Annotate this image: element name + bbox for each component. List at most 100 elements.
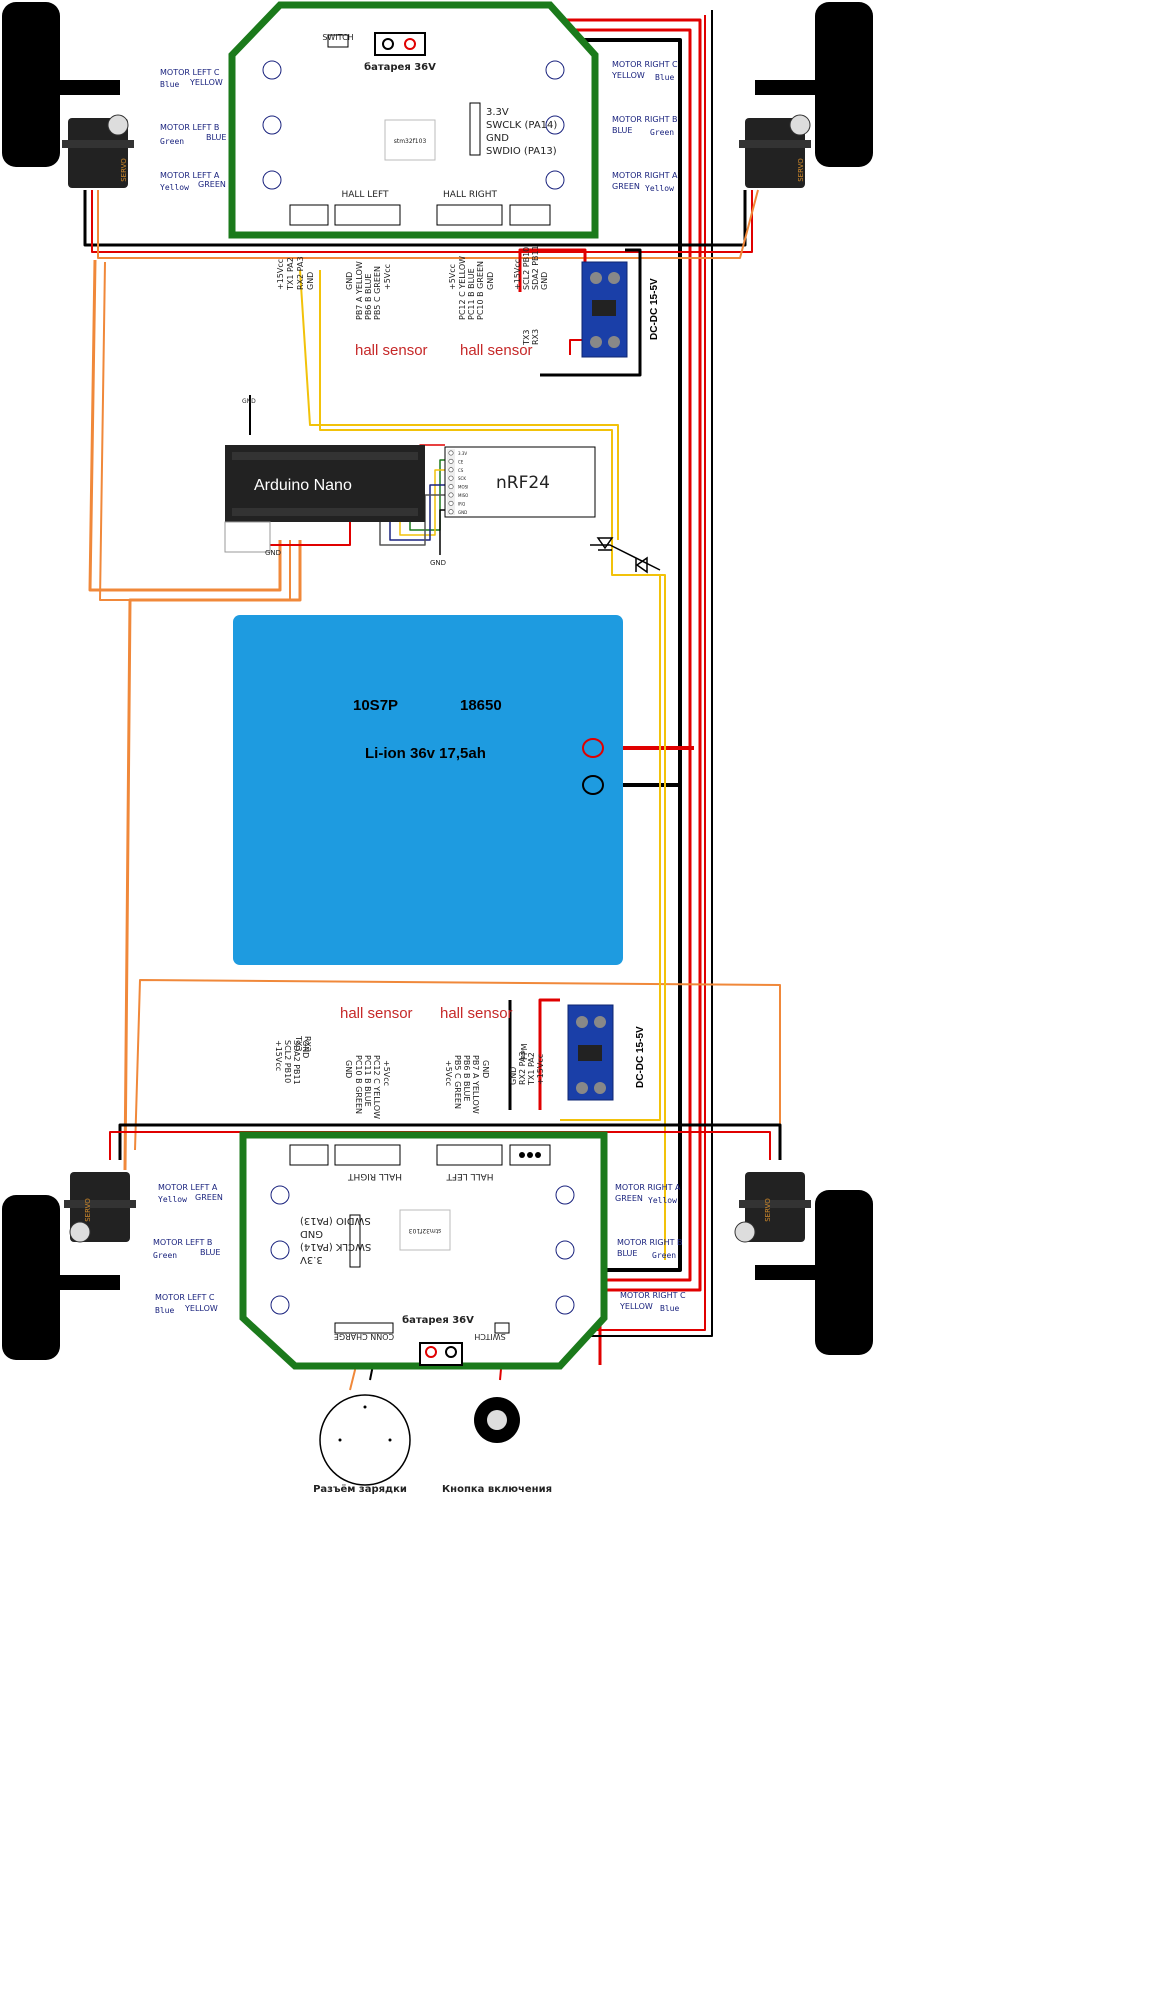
svg-text:PC12 C YELLOW: PC12 C YELLOW — [372, 1055, 381, 1119]
wire-motor-bot-black — [118, 1123, 782, 1160]
wire-nrf-4 — [389, 484, 445, 541]
wire-orange-bot-2 — [134, 979, 781, 1160]
svg-text:YELLOW: YELLOW — [189, 78, 223, 87]
nrf-pin — [448, 500, 454, 506]
svg-text:MOTOR RIGHT A: MOTOR RIGHT A — [615, 1183, 681, 1192]
svg-text:GND: GND — [306, 272, 315, 290]
nrf-pin — [448, 475, 454, 481]
gnd-label-nrf: GND — [430, 559, 446, 567]
wire-orange-bot — [123, 540, 302, 1171]
svg-text:PC10 B GREEN: PC10 B GREEN — [476, 261, 485, 320]
wheel-top-right — [815, 2, 873, 167]
svg-text:Green: Green — [652, 1251, 676, 1260]
svg-text:PB6 B BLUE: PB6 B BLUE — [364, 274, 373, 320]
hall-sensor-label-2: hall sensor — [460, 342, 533, 359]
svg-text:GND: GND — [540, 272, 549, 290]
svg-text:GND: GND — [486, 272, 495, 290]
hall-sensor-label-3: hall sensor — [340, 1005, 413, 1022]
svg-text:RX2 PA3: RX2 PA3 — [518, 1051, 527, 1085]
svg-text:BLUE: BLUE — [617, 1249, 637, 1258]
svg-text:SERVO: SERVO — [84, 1198, 92, 1222]
svg-text:HALL LEFT: HALL LEFT — [341, 190, 389, 200]
bottom-motor-labels: MOTOR LEFT A Yellow GREEN MOTOR LEFT B G… — [153, 1183, 686, 1315]
svg-text:+5Vcc: +5Vcc — [444, 1060, 453, 1086]
svg-text:SWITCH: SWITCH — [322, 33, 353, 42]
svg-text:Blue: Blue — [160, 80, 179, 89]
bot-conn-hall-left — [436, 1144, 503, 1166]
wire-nrf-5 — [379, 494, 445, 546]
svg-text:PC12 C YELLOW: PC12 C YELLOW — [458, 256, 467, 320]
svg-text:SCL2 PB10: SCL2 PB10 — [283, 1040, 292, 1083]
svg-text:TX1 PA2: TX1 PA2 — [527, 1052, 536, 1086]
wire-yellow-2 — [319, 270, 666, 1260]
svg-text:SERVO: SERVO — [797, 158, 805, 182]
bot-debug-header — [349, 1214, 361, 1268]
svg-text:18650: 18650 — [460, 697, 502, 714]
power-button: Кнопка включения — [442, 1397, 552, 1495]
svg-text:GREEN: GREEN — [612, 182, 640, 191]
servo-bot-right: SERVO — [734, 1172, 811, 1243]
svg-text:PC10 B GREEN: PC10 B GREEN — [354, 1055, 363, 1114]
wheel-bot-right — [815, 1190, 873, 1355]
svg-text:батарея 36V: батарея 36V — [402, 1314, 474, 1326]
svg-text:CONN CHARGE: CONN CHARGE — [334, 1332, 394, 1341]
svg-text:SDA2 PB11: SDA2 PB11 — [531, 245, 540, 290]
svg-text:батарея 36V: батарея 36V — [364, 61, 436, 73]
svg-text:+15Vcc: +15Vcc — [513, 259, 522, 290]
wire-motor-top-right — [580, 190, 747, 247]
svg-text:SWDIO (PA13): SWDIO (PA13) — [300, 1215, 371, 1226]
svg-text:Blue: Blue — [155, 1306, 174, 1315]
svg-text:DC-DC 15-5V: DC-DC 15-5V — [635, 1026, 646, 1088]
svg-text:YELLOW: YELLOW — [184, 1304, 218, 1313]
nrf-pin — [448, 467, 454, 473]
svg-text:GND: GND — [486, 133, 509, 144]
wire-yellow-1 — [299, 269, 619, 540]
svg-text:GREEN: GREEN — [198, 180, 226, 189]
svg-text:PC11 B BLUE: PC11 B BLUE — [363, 1055, 372, 1107]
svg-text:PC11 B BLUE: PC11 B BLUE — [467, 268, 476, 320]
nrf-pin-label: SCK — [458, 476, 466, 481]
wire-dcdc-bot-red — [538, 998, 560, 1110]
wire-dcdc-top-red — [518, 248, 587, 292]
top-conn-uart — [289, 204, 329, 226]
svg-text:nRF24: nRF24 — [496, 473, 550, 493]
svg-text:GREEN: GREEN — [195, 1193, 223, 1202]
axle-bot-right — [755, 1265, 820, 1280]
nrf-pin — [448, 492, 454, 498]
nrf-pin-label: 3.3V — [458, 451, 467, 456]
svg-text:+5Vcc: +5Vcc — [382, 1060, 391, 1086]
hall-sensor-label-1: hall sensor — [355, 342, 428, 359]
bot-conn-i2c — [289, 1144, 329, 1166]
servo-top-left: SERVO — [62, 114, 134, 188]
svg-text:DC-DC 15-5V: DC-DC 15-5V — [649, 278, 660, 340]
nrf-pin-label: CE — [458, 459, 464, 464]
svg-text:MOTOR RIGHT C: MOTOR RIGHT C — [612, 60, 678, 69]
svg-text:YELLOW: YELLOW — [619, 1302, 653, 1311]
svg-text:Yellow: Yellow — [648, 1196, 677, 1205]
axle-bot-left — [55, 1275, 120, 1290]
svg-text:3.3V: 3.3V — [300, 1254, 323, 1265]
svg-text:Yellow: Yellow — [158, 1195, 187, 1204]
bottom-board: HALL RIGHT HALL LEFT stm32f103 SWDIO (PA… — [239, 1131, 608, 1370]
svg-text:SDA2 PB11: SDA2 PB11 — [292, 1040, 301, 1085]
svg-text:Green: Green — [160, 137, 184, 146]
svg-text:stm32f103: stm32f103 — [394, 138, 427, 145]
wheels — [2, 2, 873, 1360]
svg-text:+5Vcc: +5Vcc — [383, 264, 392, 290]
dcdc-top: DC-DC 15-5V — [581, 261, 660, 358]
svg-text:PB5 C GREEN: PB5 C GREEN — [453, 1055, 462, 1109]
svg-text:GND: GND — [509, 1067, 518, 1085]
svg-text:HALL LEFT: HALL LEFT — [446, 1171, 494, 1181]
svg-text:10S7P: 10S7P — [353, 697, 398, 714]
nrf-pin-label: MOSI — [458, 485, 468, 490]
wire-diode-line — [590, 544, 661, 571]
svg-text:SWITCH: SWITCH — [474, 1332, 505, 1341]
svg-text:MOTOR LEFT C: MOTOR LEFT C — [155, 1293, 215, 1302]
svg-text:SERVO: SERVO — [764, 1198, 772, 1222]
svg-text:Blue: Blue — [660, 1304, 679, 1313]
svg-text:GND: GND — [301, 1040, 310, 1058]
svg-text:HALL RIGHT: HALL RIGHT — [348, 1171, 402, 1181]
svg-text:GND: GND — [344, 1060, 353, 1078]
wire-orange-top-left — [97, 189, 759, 259]
